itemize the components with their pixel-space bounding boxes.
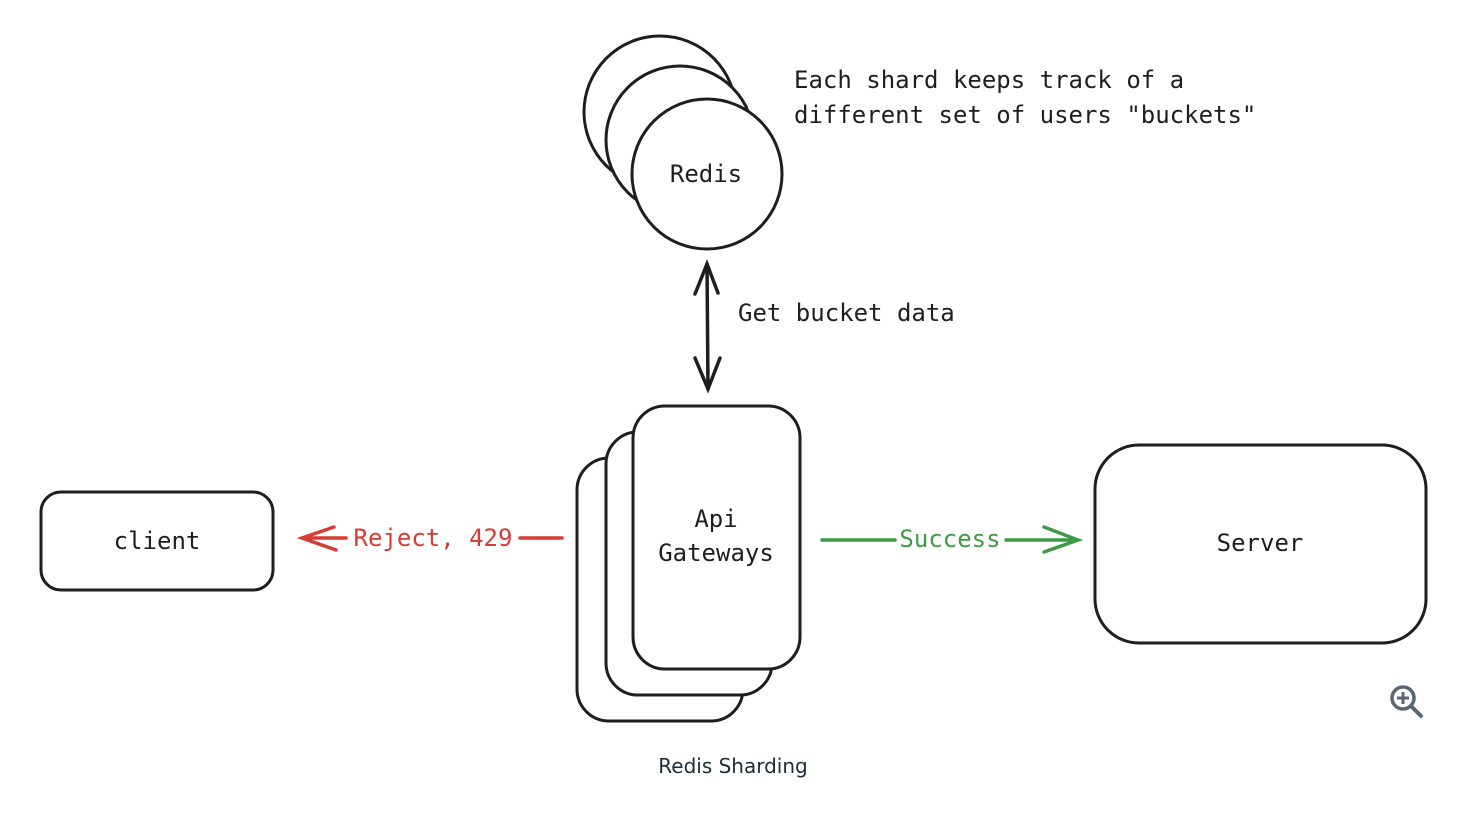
api-gateways-node[interactable]: Api Gateways [575, 404, 802, 723]
server-label: Server [1217, 529, 1304, 557]
client-label: client [114, 527, 201, 555]
figure-caption: Redis Sharding [0, 754, 1468, 778]
arrow-shaft [705, 262, 710, 391]
client-box [39, 490, 275, 592]
server-box [1093, 443, 1428, 645]
redis-shard-front [630, 97, 784, 251]
reject-arrow[interactable] [296, 525, 564, 552]
gateway-front [631, 404, 802, 671]
redis-label: Redis [670, 160, 742, 188]
redis-gateway-arrow[interactable] [693, 259, 722, 394]
arrow-head-down [693, 356, 722, 394]
shard-note-line-2: different set of users "buckets" [794, 101, 1256, 129]
zoom-in-button[interactable] [1384, 680, 1428, 724]
reject-arrow-head [296, 525, 338, 552]
client-node[interactable]: client [39, 490, 275, 592]
zoom-in-icon [1390, 685, 1423, 718]
reject-label: Reject, 429 [354, 524, 513, 552]
success-arrow[interactable] [820, 525, 1084, 554]
redis-gateway-label: Get bucket data [738, 299, 955, 327]
server-node[interactable]: Server [1093, 443, 1428, 645]
success-arrow-head [1042, 525, 1084, 554]
shard-note-line-1: Each shard keeps track of a [794, 66, 1184, 94]
gateway-label-line-2: Gateways [658, 539, 774, 567]
arrow-head-up [693, 259, 720, 296]
caption-text: Redis Sharding [658, 754, 808, 778]
redis-node[interactable]: Redis [582, 34, 784, 251]
success-label: Success [899, 525, 1000, 553]
shard-note: Each shard keeps track of a different se… [794, 66, 1256, 129]
gateway-label-line-1: Api [694, 505, 737, 533]
